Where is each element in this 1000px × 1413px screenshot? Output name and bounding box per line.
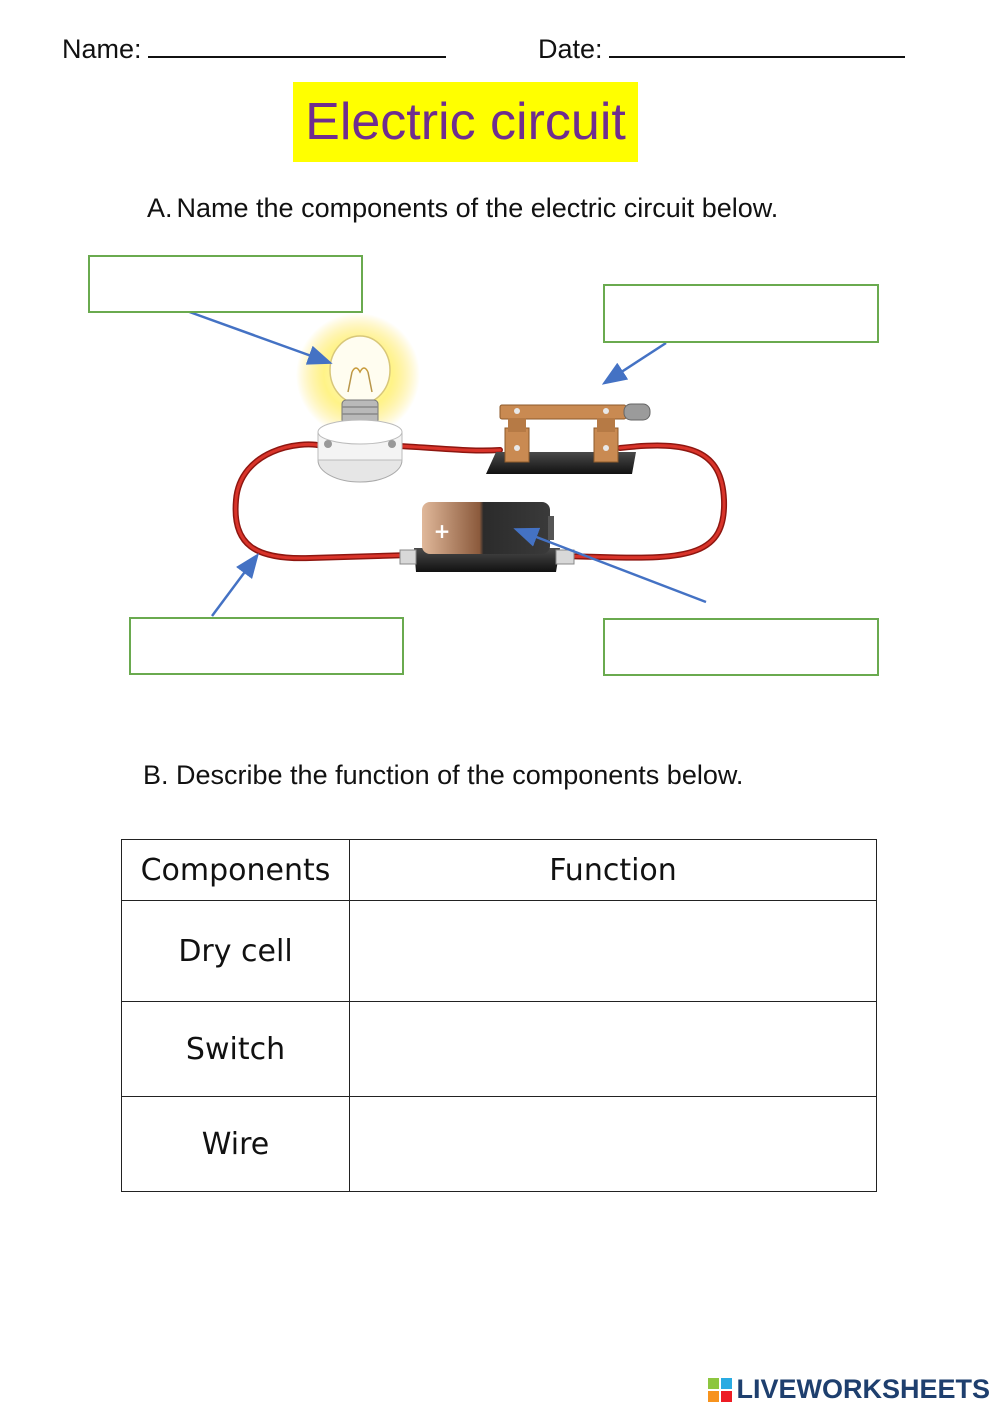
section-b-instruction: B. Describe the function of the componen… — [143, 760, 744, 790]
header-components: Components — [121, 839, 350, 901]
date-blank[interactable] — [608, 30, 905, 58]
label-box-battery[interactable] — [603, 618, 879, 676]
component-cell: Wire — [121, 1096, 350, 1192]
wire — [232, 441, 728, 562]
function-cell[interactable] — [349, 900, 877, 1002]
arrow-to-bulb — [183, 308, 333, 365]
battery-plus-sign: + — [434, 519, 451, 543]
brand-text: LIVEWORKSHEETS — [736, 1374, 990, 1404]
section-a-instruction: A.Name the components of the electric ci… — [147, 193, 778, 224]
section-a-letter: A. — [147, 193, 173, 223]
table-row: Dry cell — [121, 900, 877, 1002]
circuit-diagram: + − — [183, 308, 728, 617]
component-cell: Switch — [121, 1001, 350, 1097]
function-cell[interactable] — [349, 1001, 877, 1097]
header-function: Function — [349, 839, 877, 901]
arrow-to-battery — [513, 527, 707, 604]
page-title: Electric circuit — [293, 82, 638, 162]
date-label: Date: — [538, 34, 603, 64]
arrow-to-wire — [210, 552, 259, 617]
name-field: Name: — [62, 30, 446, 65]
function-cell[interactable] — [349, 1096, 877, 1192]
date-field: Date: — [538, 30, 905, 65]
name-blank[interactable] — [147, 30, 446, 58]
table-row: Wire — [121, 1096, 877, 1192]
label-box-wire[interactable] — [129, 617, 404, 675]
name-label: Name: — [62, 34, 142, 64]
brand-watermark: LIVEWORKSHEETS — [708, 1374, 990, 1405]
label-box-bulb[interactable] — [88, 255, 363, 313]
function-table: Components Function Dry cell Switch Wire — [121, 839, 877, 1192]
arrow-to-switch — [601, 341, 667, 385]
brand-logo-icon — [708, 1377, 733, 1402]
table-header-row: Components Function — [121, 839, 877, 901]
light-bulb-icon — [296, 313, 420, 483]
table-row: Switch — [121, 1001, 877, 1097]
knife-switch-icon — [486, 403, 651, 474]
pointer-arrows — [183, 308, 707, 617]
section-a-text: Name the components of the electric circ… — [176, 193, 779, 223]
label-box-switch[interactable] — [603, 284, 879, 343]
component-cell: Dry cell — [121, 900, 350, 1002]
dry-cell-icon: + − — [399, 502, 575, 572]
